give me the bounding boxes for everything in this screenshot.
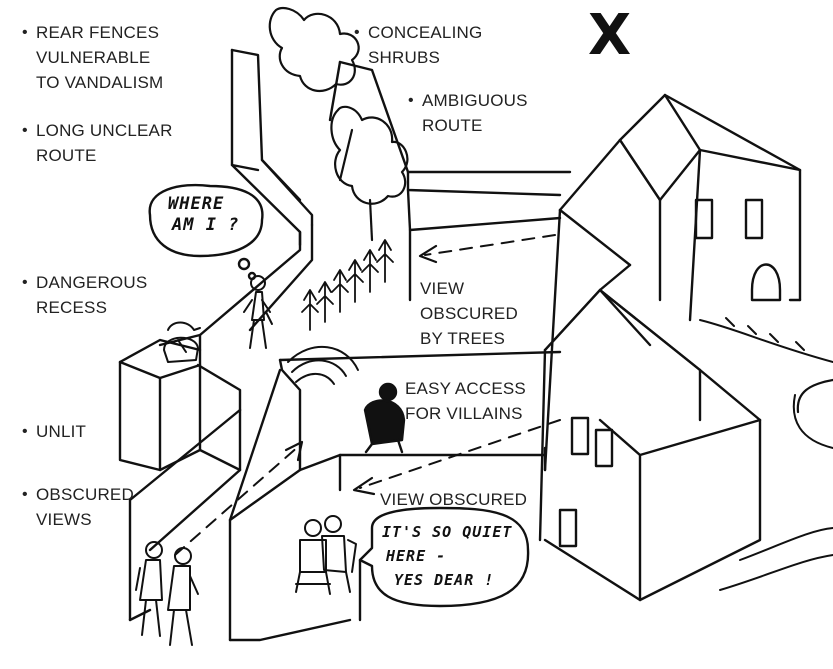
house-back [558, 93, 802, 322]
label-ambiguous-route: AMBIGUOUS ROUTE [408, 88, 528, 138]
left-fence [158, 223, 314, 352]
walking-person [243, 275, 273, 349]
sound-waves [287, 345, 359, 385]
pedestrian-pair [135, 541, 199, 646]
label-view-obscured: VIEW OBSCURED [380, 490, 528, 509]
arrowheads [284, 244, 438, 496]
speech-quiet-here: IT'S SO QUIET HERE - YES DEAR ! [382, 523, 513, 589]
lurking-figure [163, 321, 201, 363]
label-unlit: UNLIT [22, 419, 86, 444]
concealing-shrubs [268, 7, 409, 242]
right-curve [796, 378, 833, 414]
label-concealing-shrubs: CONCEALING SHRUBS [354, 20, 482, 70]
ground-lines [699, 317, 833, 591]
cross-mark: X [588, 3, 632, 68]
recess-block [118, 338, 242, 472]
elderly-couple [295, 515, 357, 595]
label-long-unclear-route: LONG UNCLEAR ROUTE [22, 118, 173, 168]
speech-bubble [358, 506, 530, 608]
house-front [538, 288, 762, 602]
label-easy-access: EASY ACCESS FOR VILLAINS [405, 379, 526, 423]
label-obscured-views: OBSCURED VIEWS [22, 482, 134, 532]
label-rear-fences: REAR FENCES VULNERABLE TO VANDALISM [22, 20, 163, 95]
speech-where-am-i: WHERE AM I ? [168, 194, 240, 235]
alley-fence-right [328, 60, 572, 302]
sight-lines [174, 234, 561, 556]
lower-left-fence [128, 408, 242, 622]
villain-figure [363, 382, 406, 454]
label-dangerous-recess: DANGEROUS RECESS [22, 270, 147, 320]
tree-row [301, 239, 394, 331]
label-view-obscured-by-trees: VIEW OBSCURED BY TREES [420, 279, 518, 348]
